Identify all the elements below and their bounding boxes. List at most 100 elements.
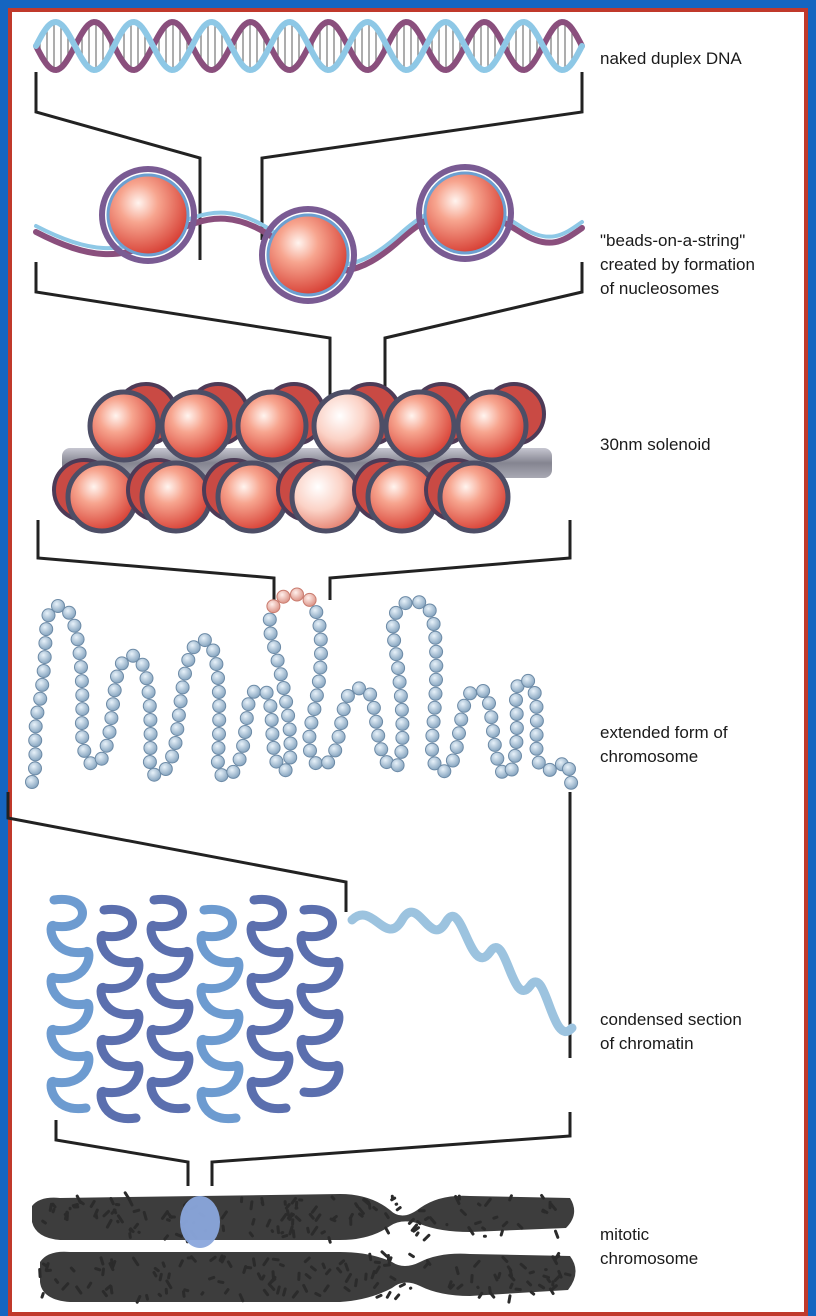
nucleosome	[458, 392, 526, 460]
bead	[430, 659, 443, 672]
bead	[75, 661, 88, 674]
bead	[335, 717, 348, 730]
bead	[76, 703, 89, 716]
bead	[394, 690, 407, 703]
bead	[485, 711, 498, 724]
bead	[144, 714, 157, 727]
bead	[395, 745, 408, 758]
bead	[505, 763, 518, 776]
bead	[264, 627, 277, 640]
bead	[372, 729, 385, 742]
dna-double-helix	[36, 22, 582, 70]
bead	[240, 712, 253, 725]
bead	[532, 756, 545, 769]
bead	[510, 708, 523, 721]
bead	[68, 619, 81, 632]
bead	[291, 588, 304, 601]
chromatin-coil	[301, 909, 339, 1092]
bead	[211, 755, 224, 768]
nucleosome	[419, 167, 511, 259]
bead	[34, 692, 47, 705]
bead	[322, 756, 335, 769]
label-naked-dna: naked duplex DNA	[600, 47, 815, 71]
bead	[315, 647, 328, 660]
bead	[213, 714, 226, 727]
bead	[95, 752, 108, 765]
bead	[73, 647, 86, 660]
bead	[563, 763, 576, 776]
bead	[266, 728, 279, 741]
bead	[308, 703, 321, 716]
bead	[430, 645, 443, 658]
bead	[136, 658, 149, 671]
bead	[392, 662, 405, 675]
bead	[144, 728, 157, 741]
bead	[386, 620, 399, 633]
bead	[304, 744, 317, 757]
bead	[429, 687, 442, 700]
bead	[426, 729, 439, 742]
bead	[107, 698, 120, 711]
label-beads-on-a-string: "beads-on-a-string" created by formation…	[600, 229, 815, 301]
bead	[428, 701, 441, 714]
nucleosome	[68, 463, 136, 531]
bead	[455, 713, 468, 726]
bead	[143, 700, 156, 713]
bead	[509, 749, 522, 762]
mitotic-chromosome	[32, 1193, 576, 1302]
bead	[530, 728, 543, 741]
bead	[187, 641, 200, 654]
bead	[332, 730, 345, 743]
chromatin-coil	[51, 899, 89, 1108]
bead	[395, 703, 408, 716]
bead	[396, 717, 409, 730]
bead	[100, 739, 113, 752]
bead	[314, 633, 327, 646]
bead	[453, 727, 466, 740]
bead	[143, 756, 156, 769]
bead	[111, 670, 124, 683]
nucleosome	[262, 209, 354, 301]
bead	[427, 715, 440, 728]
bead	[543, 763, 556, 776]
bead	[108, 684, 121, 697]
bead	[530, 700, 543, 713]
bead	[390, 606, 403, 619]
bead	[142, 686, 155, 699]
bead	[367, 701, 380, 714]
bead	[233, 753, 246, 766]
nucleosome	[292, 463, 360, 531]
bead	[29, 762, 42, 775]
bead	[284, 751, 297, 764]
bead	[78, 744, 91, 757]
bead	[212, 742, 225, 755]
bead	[426, 743, 439, 756]
nucleosome	[90, 392, 158, 460]
bead	[309, 757, 322, 770]
bead	[341, 690, 354, 703]
bead	[565, 776, 578, 789]
bead	[213, 700, 226, 713]
bead	[438, 765, 451, 778]
bead	[36, 678, 49, 691]
bead	[75, 675, 88, 688]
bead	[212, 686, 225, 699]
bead	[388, 634, 401, 647]
bead	[279, 764, 292, 777]
bead	[71, 633, 84, 646]
label-extended-chromosome: extended form of chromosome	[600, 721, 815, 769]
bead	[450, 741, 463, 754]
nucleosome	[386, 392, 454, 460]
bead	[277, 590, 290, 603]
bead	[264, 700, 277, 713]
bead	[239, 726, 252, 739]
bead	[227, 765, 240, 778]
bead	[148, 768, 161, 781]
bead	[31, 706, 44, 719]
extended-chromatin-fiber	[26, 588, 578, 789]
bead	[314, 661, 327, 674]
chromatin-coil	[151, 899, 189, 1108]
label-condensed-chromatin: condensed section of chromatin	[600, 1008, 815, 1056]
centromere	[180, 1196, 220, 1248]
bead	[274, 668, 287, 681]
